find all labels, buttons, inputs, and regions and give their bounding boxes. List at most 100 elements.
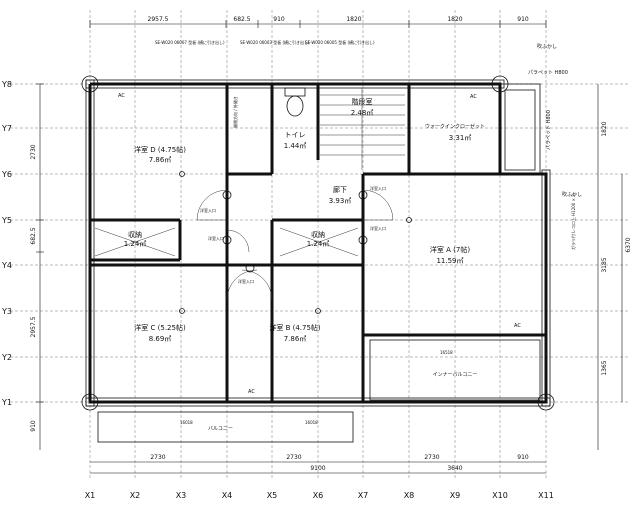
misc-labels: AC AC AC AC 洋室入口 洋室入口 洋室入口 洋室入口 洋室入口 吹ふか… bbox=[118, 43, 582, 432]
axis-x5: X5 bbox=[267, 491, 278, 500]
axis-x9: X9 bbox=[450, 491, 461, 500]
ac-label-2: AC bbox=[514, 323, 521, 329]
dim-left-4: 910 bbox=[30, 420, 37, 432]
left-dimensions: 2730 682.5 2957.5 910 bbox=[30, 83, 44, 450]
dim-left-2: 682.5 bbox=[30, 227, 37, 244]
fukikashi-top: 吹ふかし bbox=[537, 43, 557, 50]
columns bbox=[81, 75, 555, 411]
room-d-area: 7.86㎡ bbox=[149, 156, 172, 164]
axis-labels-y: Y8 Y7 Y6 Y5 Y4 Y3 Y2 Y1 bbox=[1, 80, 12, 407]
sash-note-1: SE-W020 06007 型板 (横に引き出し) bbox=[155, 39, 225, 45]
axis-y8: Y8 bbox=[1, 80, 12, 89]
dim-top-2: 682.5 bbox=[233, 16, 250, 23]
dim-top-6: 910 bbox=[517, 16, 529, 23]
top-dimensions: 2957.5 682.5 910 1820 1820 910 bbox=[89, 16, 547, 28]
bottom-note-1: 16018 bbox=[180, 420, 193, 425]
dim-bottom-2: 2730 bbox=[286, 454, 301, 461]
dim-right-1: 1820 bbox=[601, 121, 608, 136]
parapet-top: パラペット H800 bbox=[528, 70, 568, 76]
balcony-label: バルコニー bbox=[208, 426, 233, 432]
axis-y2: Y2 bbox=[1, 353, 12, 362]
dim-top-4: 1820 bbox=[346, 16, 361, 23]
hall-name: 廊下 bbox=[333, 185, 347, 194]
dim-bottom-3: 2730 bbox=[424, 454, 439, 461]
door-swings bbox=[196, 189, 394, 301]
toilet-area: 1.44㎡ bbox=[284, 142, 307, 150]
storage-2-area: 1.24㎡ bbox=[307, 240, 330, 248]
bottom-note-3: 16518 bbox=[440, 350, 453, 355]
axis-x11: X11 bbox=[538, 491, 554, 500]
dim-top-3: 910 bbox=[273, 16, 285, 23]
room-c-name: 洋室 C (5.25帖) bbox=[134, 323, 186, 332]
stair-name: 階段室 bbox=[352, 97, 373, 106]
dim-right-3: 6370 bbox=[625, 237, 632, 252]
room-d-name: 洋室 D (4.75帖) bbox=[134, 145, 186, 154]
room-a-name: 洋室 A (7帖) bbox=[430, 245, 470, 254]
storage-hatches bbox=[94, 227, 359, 257]
axis-x7: X7 bbox=[358, 491, 369, 500]
axis-x6: X6 bbox=[313, 491, 324, 500]
bottom-dimensions: 2730 2730 2730 910 9100 3640 bbox=[90, 454, 546, 474]
room-labels: 洋室 D (4.75帖) 7.86㎡ トイレ 1.44㎡ 階段室 2.48㎡ ウ… bbox=[124, 97, 485, 378]
interior-walls bbox=[90, 84, 546, 402]
right-dimensions: 1820 3185 6370 1365 bbox=[597, 84, 632, 450]
axis-y7: Y7 bbox=[1, 124, 12, 133]
dim-bottom-4: 910 bbox=[517, 454, 529, 461]
axis-y5: Y5 bbox=[1, 216, 12, 225]
walkin-name: ウォークインクローゼット bbox=[425, 123, 485, 130]
dim-bottom-1: 2730 bbox=[150, 454, 165, 461]
entrance-label-2: 洋室入口 bbox=[370, 185, 386, 191]
sash-notes: SE-W020 06007 型板 (横に引き出し) SE-W020 06003 … bbox=[155, 39, 375, 45]
ac-label-1: AC bbox=[118, 93, 125, 99]
dim-left-3: 2957.5 bbox=[30, 316, 37, 337]
inner-balcony-label: インナーバルコニー bbox=[433, 372, 478, 378]
bottom-note-2: 16018 bbox=[305, 420, 318, 425]
dim-right-2: 3185 bbox=[601, 257, 608, 272]
sash-note-3: SE-W020 06005 型板 (横に引き出し) bbox=[305, 39, 375, 45]
dim-bottom-5: 9100 bbox=[310, 465, 325, 472]
storage-1-area: 1.24㎡ bbox=[124, 240, 147, 248]
axis-y1: Y1 bbox=[1, 398, 12, 407]
stair-area: 2.48㎡ bbox=[351, 109, 374, 117]
axis-x8: X8 bbox=[404, 491, 415, 500]
entrance-label-4: 洋室入口 bbox=[238, 278, 254, 284]
room-c-area: 8.69㎡ bbox=[149, 335, 172, 343]
axis-x2: X2 bbox=[130, 491, 141, 500]
axis-y4: Y4 bbox=[1, 261, 12, 270]
axis-y6: Y6 bbox=[1, 170, 12, 179]
ac-label-3: AC bbox=[248, 389, 255, 395]
toilet-fixture bbox=[284, 87, 306, 117]
sash-note-2: SE-W020 06003 型板 (横に引き出し) bbox=[240, 39, 310, 45]
fukikashi-right: 吹ふかし bbox=[562, 191, 582, 198]
dim-left-1: 2730 bbox=[30, 144, 37, 159]
dim-top-1: 2957.5 bbox=[148, 16, 169, 23]
axis-x10: X10 bbox=[492, 491, 508, 500]
dim-top-5: 1820 bbox=[447, 16, 462, 23]
hall-area: 3.93㎡ bbox=[329, 197, 352, 205]
walkin-area: 3.31㎡ bbox=[449, 134, 472, 142]
note-right: ガラリ付 L-コロ上 H1200 × 2 bbox=[570, 194, 576, 250]
dim-bottom-6: 3640 bbox=[447, 465, 462, 472]
toilet-name: トイレ bbox=[285, 131, 306, 139]
room-b-area: 7.86㎡ bbox=[284, 335, 307, 343]
storage-2-name: 収納 bbox=[311, 230, 325, 239]
dim-right-4: 1365 bbox=[601, 360, 608, 375]
axis-labels-x: X1 X2 X3 X4 X5 X6 X7 X8 X9 X10 X11 bbox=[85, 491, 554, 500]
axis-x1: X1 bbox=[85, 491, 96, 500]
axis-x3: X3 bbox=[176, 491, 187, 500]
parapet-right: パラペット H800 bbox=[546, 110, 552, 150]
ac-label-4: AC bbox=[470, 94, 477, 100]
storage-1-name: 収納 bbox=[128, 230, 142, 239]
stair bbox=[320, 88, 405, 170]
kaihei-note: 開閉方向 / 外開き bbox=[232, 96, 238, 128]
balcony-outline bbox=[97, 339, 541, 443]
entrance-label-3: 洋室入口 bbox=[208, 235, 224, 241]
room-b-name: 洋室 B (4.75帖) bbox=[269, 323, 321, 332]
axis-y3: Y3 bbox=[1, 307, 12, 316]
entrance-label-1: 洋室入口 bbox=[200, 207, 216, 213]
room-a-area: 11.59㎡ bbox=[436, 257, 463, 265]
axis-x4: X4 bbox=[222, 491, 233, 500]
entrance-label-5: 洋室入口 bbox=[370, 225, 386, 231]
